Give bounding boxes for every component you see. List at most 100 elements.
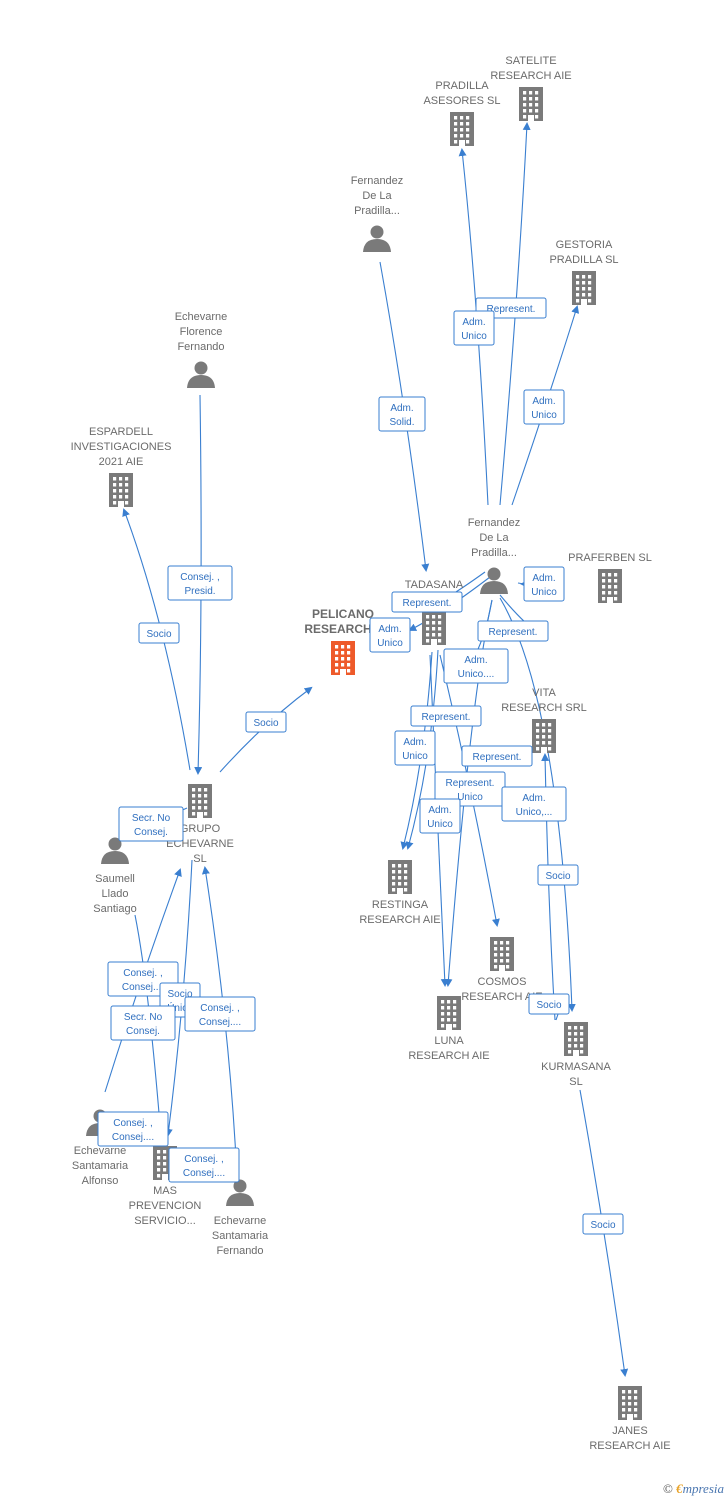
edge-label-box[interactable]: Adm.Unico.... [443,648,509,684]
node-label: Fernandez [468,517,521,529]
edge-label-text: Consej.... [112,1132,154,1143]
edge-label-box[interactable]: Represent. [461,745,533,767]
edge-label-text: Consej.... [199,1017,241,1028]
edge-label-box[interactable]: Consej. ,Consej.... [168,1147,240,1183]
node-praferben[interactable]: PRAFERBEN SL [568,552,652,603]
edge-label-text: Consej. , [200,1003,239,1014]
copyright-symbol: © [662,1481,673,1496]
edge-label-text: Represent. [446,778,495,789]
edge-label-text: Consej. , [184,1154,223,1165]
edge-label-text: Socio [167,989,192,1000]
edge-labels-layer: Represent.Adm.UnicoAdm.UnicoAdm.Solid.Co… [97,297,624,1235]
edge-label-box[interactable]: Adm.Unico [453,310,495,346]
edge-label-box[interactable]: Socio [582,1213,624,1235]
edge-label-box[interactable]: Socio [245,711,287,733]
edge-label-text: Socio [253,718,278,729]
node-label: Santamaria [72,1160,129,1172]
node-label: PRADILLA [435,80,489,92]
building-icon [572,271,596,305]
building-icon [598,569,622,603]
edge-label-box[interactable]: Consej. ,Presid. [167,565,233,601]
node-label: Alfonso [82,1175,119,1187]
building-icon [564,1022,588,1056]
node-label: RESEARCH... [304,622,381,636]
edge-label-box[interactable]: Represent. [477,620,549,642]
edge-label-box[interactable]: Adm.Unico,... [501,786,567,822]
edge-label-box[interactable]: Represent. [391,591,463,613]
edge-label-text: Represent. [487,304,536,315]
edge-label-text: Unico [457,792,483,803]
node-label: ESPARDELL [89,426,153,438]
node-label: Santiago [93,903,136,915]
node-label: PREVENCION [129,1200,202,1212]
edge-label-box[interactable]: Represent. [410,705,482,727]
edge-label-text: Consej.... [122,982,164,993]
node-label: RESEARCH AIE [359,914,440,926]
brand-logo-initial: € [676,1481,683,1496]
brand-logo-text: mpresia [682,1481,724,1496]
node-label: RESEARCH AIE [589,1440,670,1452]
edge-label-box[interactable]: Consej. , Consej.... [184,996,256,1032]
edge-label-text: Adm. [532,573,555,584]
node-pelicano[interactable]: PELICANORESEARCH... [304,607,382,675]
edge-label-text: Unico [427,819,453,830]
node-label: Fernando [177,341,224,353]
edge-label-text: Unico [531,410,557,421]
node-label: TADASANA [405,579,464,591]
edge-label-text: Consej. , [180,572,219,583]
building-icon [188,784,212,818]
building-icon [388,860,412,894]
node-label: Echevarne [214,1215,267,1227]
node-label: INVESTIGACIONES [71,441,172,453]
person-icon [480,567,508,594]
node-label: Llado [102,888,129,900]
edge-label-box[interactable]: Adm.Solid. [378,396,426,432]
relationship-edge [517,579,529,588]
edge-label-box[interactable]: Adm.Unico [523,566,565,602]
building-icon [331,641,355,675]
edge-label-text: Represent. [489,627,538,638]
edge-label-box[interactable]: Consej. ,Consej.... [97,1111,169,1147]
node-pradilla_asesores[interactable]: PRADILLA ASESORES SL [423,80,501,146]
edge-label-box[interactable]: Socio [528,993,570,1015]
edge-label-box[interactable]: Adm.Unico [523,389,565,425]
edge-label-text: Adm. [390,403,413,414]
relationship-edge [134,914,164,1127]
edge-label-text: Represent. [403,598,452,609]
edge-label-box[interactable]: Socio [138,622,180,644]
building-icon [109,473,133,507]
edge-label-text: Adm. [522,793,545,804]
node-tadasana[interactable]: TADASANASL [405,579,464,645]
footer-brand: © €mpresia [663,1481,724,1497]
node-label: PRADILLA SL [549,254,618,266]
building-icon [519,87,543,121]
edge-label-box[interactable]: Adm.Unico [369,617,411,653]
edge-label-text: Socio [536,1000,561,1011]
node-label: De La [362,190,392,202]
edge-label-box[interactable]: Adm.Unico [394,730,436,766]
edge-label-box[interactable]: Adm.Unico [419,798,461,834]
edge-label-text: Socio [590,1220,615,1231]
edge-label-text: Adm. [462,317,485,328]
edge-label-box[interactable]: Socio [537,864,579,886]
node-label: PRAFERBEN SL [568,552,652,564]
node-label: ASESORES SL [423,95,500,107]
